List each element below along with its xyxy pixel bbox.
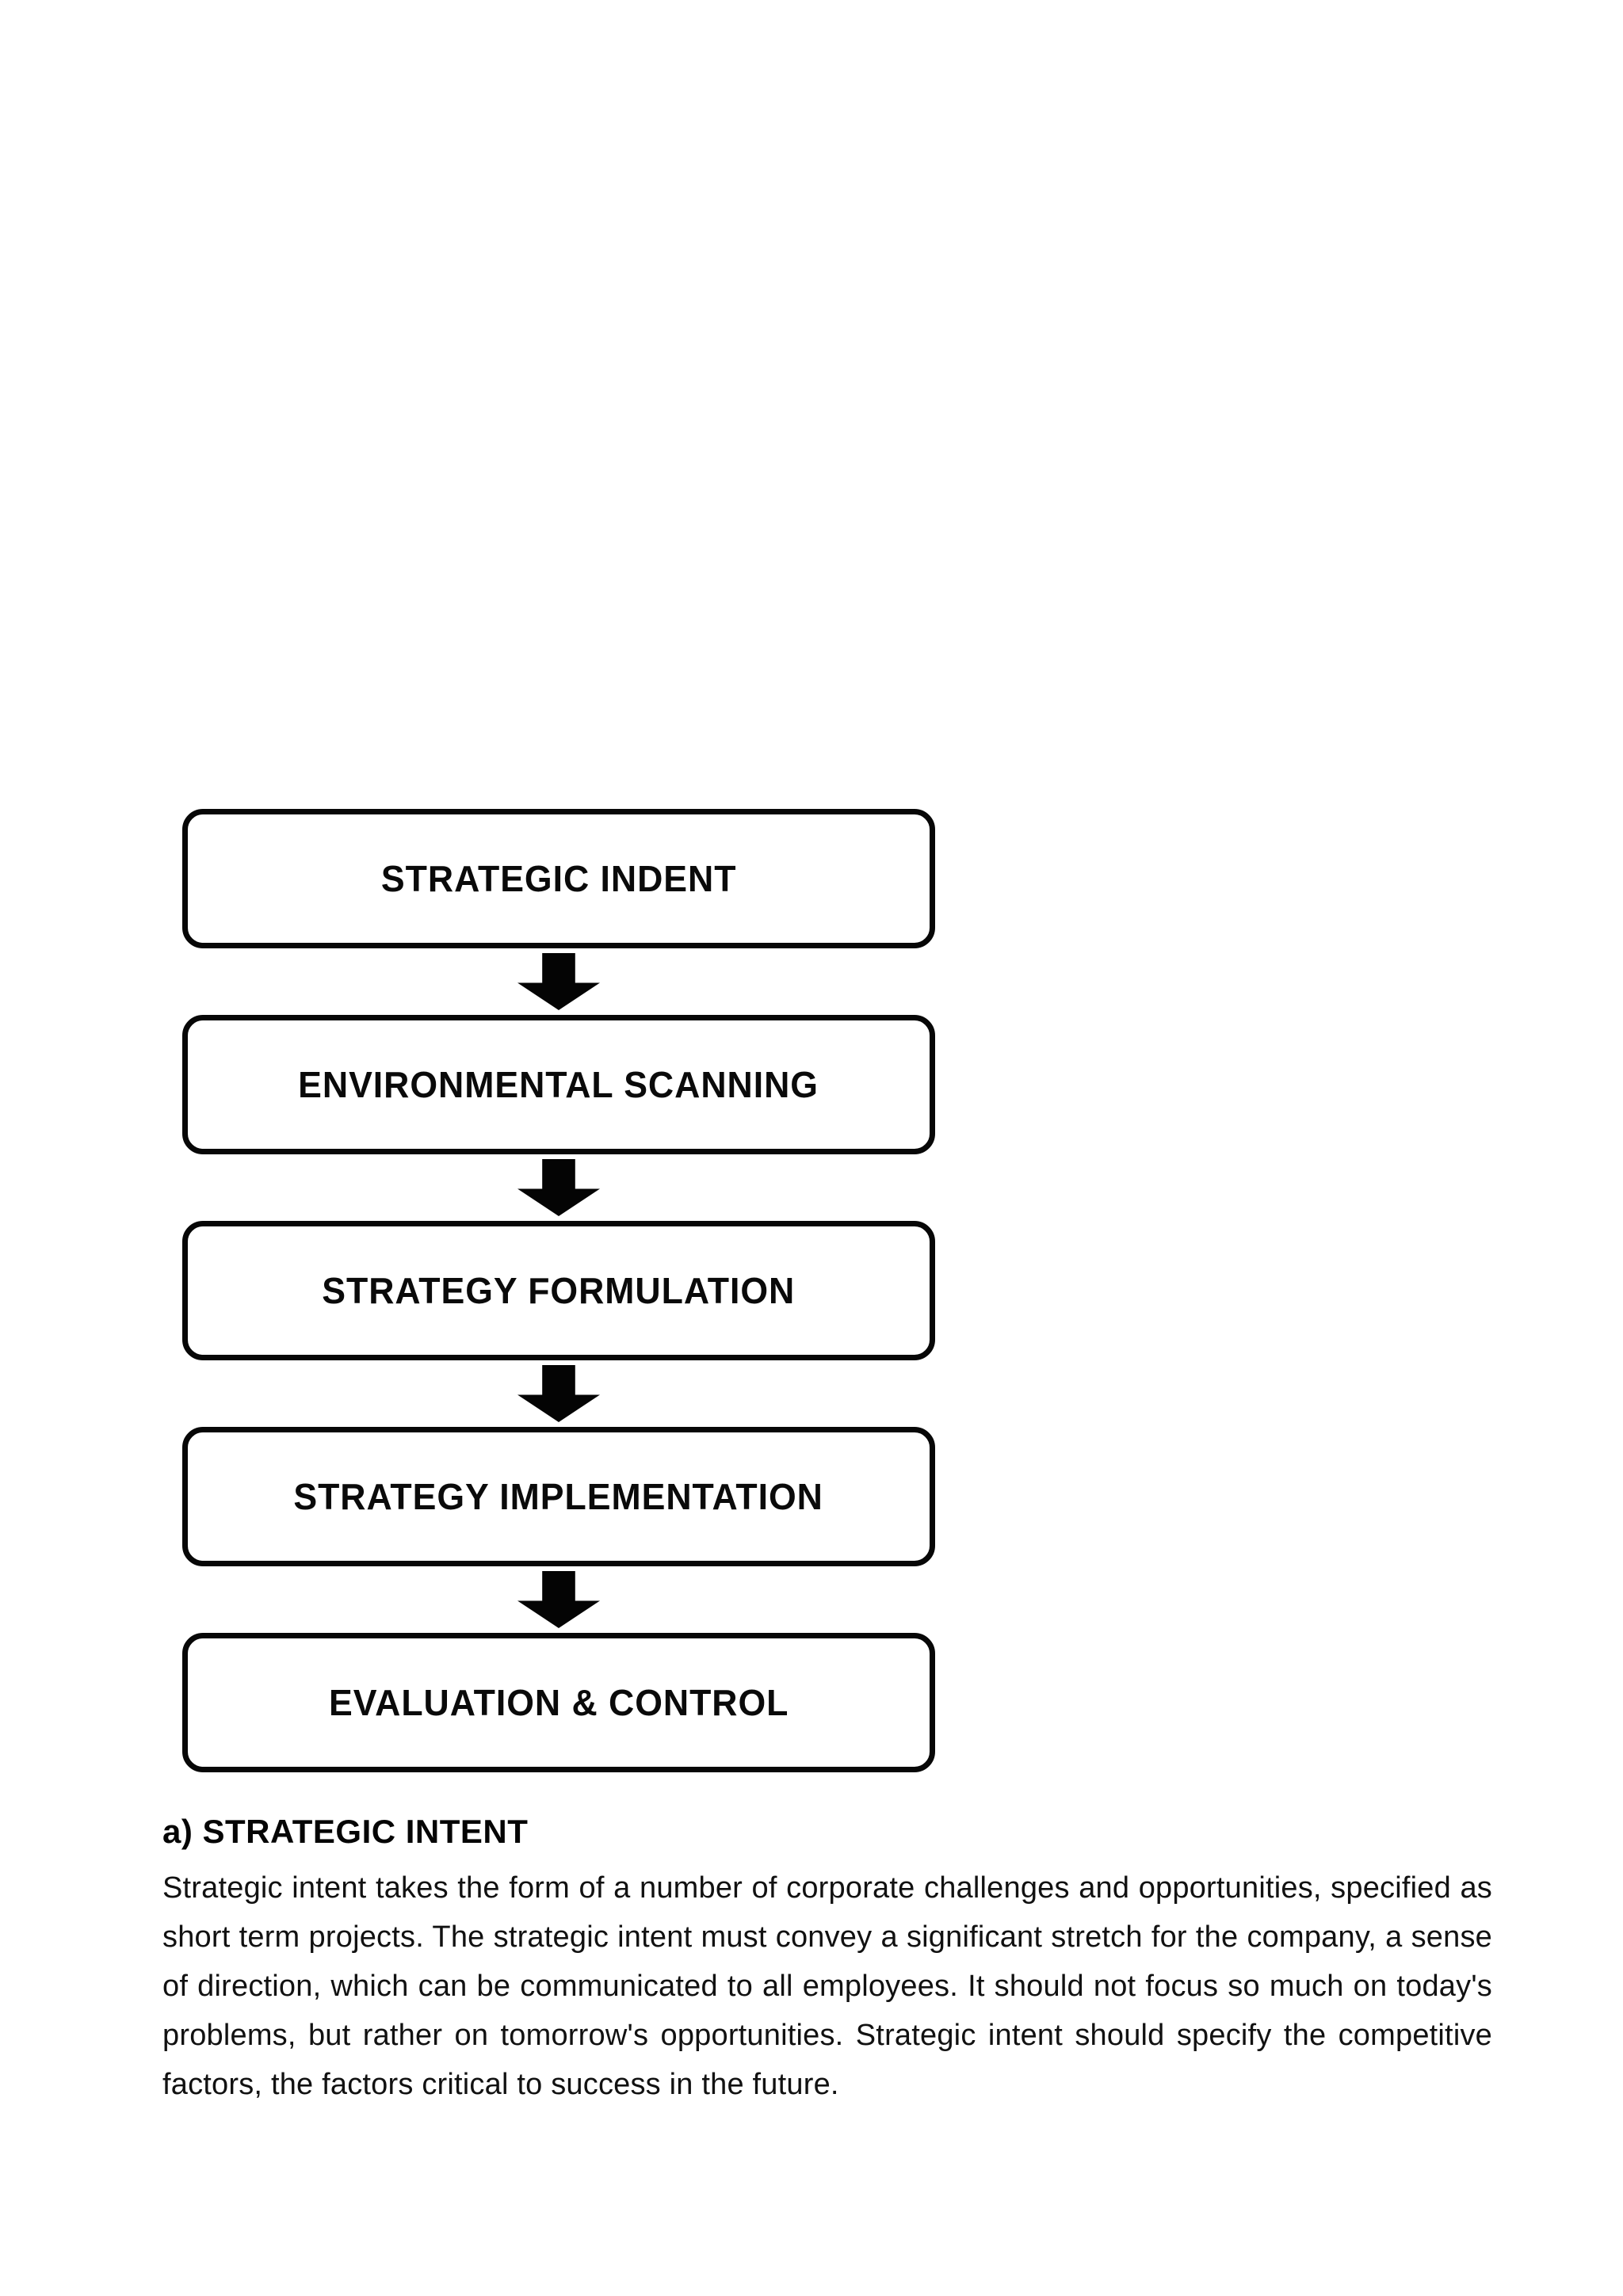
section-paragraph: Strategic intent takes the form of a num… — [162, 1871, 1492, 2101]
section-heading: a) STRATEGIC INTENT — [162, 1813, 529, 1850]
flow-step-label: STRATEGY FORMULATION — [322, 1270, 796, 1311]
flow-step-environmental-scanning: ENVIRONMENTAL SCANNING — [182, 1015, 935, 1154]
flow-step-label: EVALUATION & CONTROL — [328, 1682, 789, 1723]
strategic-management-flowchart: STRATEGIC INDENT ENVIRONMENTAL SCANNING … — [182, 809, 935, 1772]
down-arrow-icon — [517, 1571, 600, 1628]
flow-step-evaluation-control: EVALUATION & CONTROL — [182, 1633, 935, 1772]
down-arrow-icon — [517, 953, 600, 1010]
flow-step-label: ENVIRONMENTAL SCANNING — [298, 1064, 819, 1105]
down-arrow-icon — [517, 1159, 600, 1216]
flow-step-strategy-implementation: STRATEGY IMPLEMENTATION — [182, 1427, 935, 1566]
flow-step-strategy-formulation: STRATEGY FORMULATION — [182, 1221, 935, 1360]
flow-step-strategic-indent: STRATEGIC INDENT — [182, 809, 935, 948]
down-arrow-icon — [517, 1365, 600, 1422]
flow-step-label: STRATEGY IMPLEMENTATION — [293, 1476, 824, 1517]
flow-step-label: STRATEGIC INDENT — [380, 858, 737, 899]
